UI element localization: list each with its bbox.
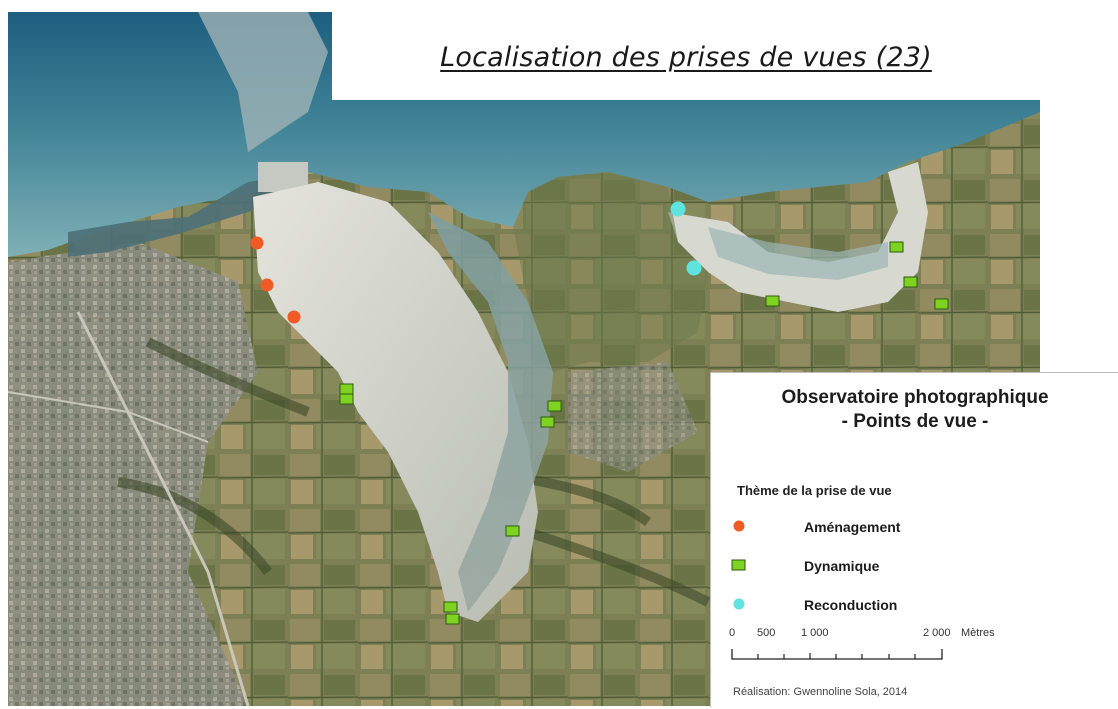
scale-bar: 0 500 1 000 2 000 Mètres <box>729 627 1031 667</box>
cyan-circle-icon <box>733 598 745 610</box>
scale-label-2000: 2 000 <box>923 627 951 639</box>
east-cove-water <box>708 227 888 280</box>
dynamique-point[interactable] <box>339 383 354 395</box>
legend-theme-heading: Thème de la prise de vue <box>737 483 892 498</box>
legend-panel: Observatoire photographique - Points de … <box>710 372 1118 707</box>
legend-label-dynamique: Dynamique <box>804 558 880 574</box>
estuary-channel <box>428 212 553 612</box>
dynamique-point[interactable] <box>445 613 460 625</box>
dynamique-point[interactable] <box>889 241 904 253</box>
dynamique-point[interactable] <box>547 400 562 412</box>
dynamique-point[interactable] <box>339 393 354 405</box>
secondary-road <box>8 391 209 443</box>
legend-item-amenagement: Aménagement <box>729 517 1029 537</box>
scale-label-0: 0 <box>729 627 736 639</box>
scale-label-500: 500 <box>757 627 776 639</box>
dynamique-point[interactable] <box>934 298 949 310</box>
main-road <box>76 311 250 706</box>
green-square-icon <box>731 559 746 571</box>
amenagement-point[interactable] <box>287 310 301 324</box>
dynamique-point[interactable] <box>903 276 918 288</box>
orange-circle-icon <box>733 520 745 532</box>
legend-label-amenagement: Aménagement <box>804 519 901 535</box>
map-title: Localisation des prises de vues (23) <box>440 42 932 73</box>
dynamique-point[interactable] <box>505 525 520 537</box>
harbour-channel <box>68 177 288 257</box>
amenagement-point[interactable] <box>250 236 264 250</box>
legend-item-dynamique: Dynamique <box>729 556 1029 576</box>
dynamique-point[interactable] <box>765 295 780 307</box>
tidal-flats-west <box>253 182 538 622</box>
hedgerows <box>117 337 711 607</box>
legend-title: Observatoire photographique <box>781 387 1049 408</box>
tidal-flats-east <box>668 162 928 312</box>
reconduction-point[interactable] <box>670 201 686 217</box>
sandbank-north <box>198 12 328 152</box>
town-area-west <box>8 242 258 706</box>
dynamique-point[interactable] <box>540 416 555 428</box>
points-amenagement <box>250 236 301 324</box>
scale-unit: Mètres <box>961 627 995 639</box>
headland <box>513 172 708 372</box>
dynamique-point[interactable] <box>443 601 458 613</box>
village-east <box>568 362 698 472</box>
scale-bar-graphic <box>731 649 943 660</box>
reconduction-point[interactable] <box>686 260 702 276</box>
title-panel: Localisation des prises de vues (23) <box>332 12 1040 100</box>
amenagement-point[interactable] <box>260 278 274 292</box>
map-credit: Réalisation: Gwennoline Sola, 2014 <box>733 686 908 698</box>
legend-label-reconduction: Reconduction <box>804 597 898 613</box>
scale-label-1000: 1 000 <box>801 627 829 639</box>
points-reconduction <box>670 201 702 276</box>
points-dynamique <box>339 241 949 625</box>
legend-subtitle: - Points de vue - <box>841 411 989 432</box>
legend-item-reconduction: Reconduction <box>729 595 1029 615</box>
